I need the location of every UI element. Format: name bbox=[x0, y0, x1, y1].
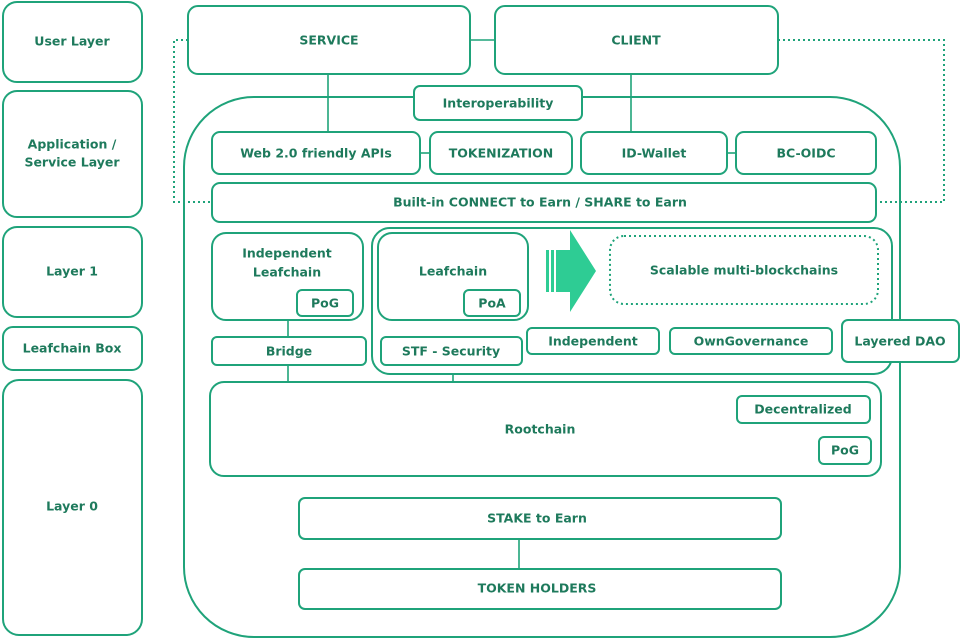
idwallet-label: ID-Wallet bbox=[622, 146, 687, 161]
layered-dao-box bbox=[841, 319, 960, 363]
leafchain-box-layer bbox=[2, 326, 143, 371]
layer1-label: Layer 1 bbox=[46, 264, 98, 279]
layer0-label: Layer 0 bbox=[46, 499, 98, 514]
interoperability-label: Interoperability bbox=[443, 96, 554, 111]
tokenization-label: TOKENIZATION bbox=[449, 146, 554, 161]
independent-leafchain-label-line2: Leafchain bbox=[253, 265, 321, 280]
pog-badge-rootchain-label: PoG bbox=[831, 443, 859, 458]
client-box bbox=[494, 5, 779, 75]
layer-column: User Layer Application / Service Layer L… bbox=[2, 1, 143, 636]
independent-leafchain-label-line1: Independent bbox=[242, 246, 332, 261]
layered-dao-label: Layered DAO bbox=[854, 334, 945, 349]
own-governance-label: OwnGovernance bbox=[694, 334, 809, 349]
web2-apis-box bbox=[211, 131, 421, 175]
stf-security-box bbox=[380, 336, 523, 366]
bridge-label: Bridge bbox=[266, 344, 312, 359]
idwallet-box bbox=[580, 131, 728, 175]
rootchain-box bbox=[209, 381, 882, 477]
web2-apis-label: Web 2.0 friendly APIs bbox=[240, 146, 392, 161]
independent-box bbox=[526, 327, 660, 355]
decentralized-box bbox=[736, 395, 871, 424]
leafchain-box-label: Leafchain Box bbox=[23, 341, 122, 356]
leafchain-label: Leafchain bbox=[419, 264, 487, 279]
stake-to-earn-box bbox=[298, 497, 782, 540]
layer1-box bbox=[2, 226, 143, 318]
pog-badge-rootchain bbox=[818, 436, 872, 465]
layer0-box bbox=[2, 379, 143, 636]
own-governance-box bbox=[669, 327, 833, 355]
stf-security-label: STF - Security bbox=[402, 344, 500, 359]
poa-badge bbox=[463, 289, 521, 317]
interoperability-box bbox=[413, 85, 583, 121]
service-box bbox=[187, 5, 471, 75]
poa-badge-label: PoA bbox=[478, 296, 506, 311]
scalable-multichain-box bbox=[609, 235, 879, 305]
scalable-multichain-label: Scalable multi-blockchains bbox=[650, 263, 838, 278]
pog-badge-independent bbox=[296, 289, 354, 317]
application-layer-label-line2: Service Layer bbox=[24, 155, 120, 170]
tokenization-box bbox=[429, 131, 573, 175]
user-layer-label: User Layer bbox=[34, 34, 110, 49]
token-holders-box bbox=[298, 568, 782, 610]
bridge-box bbox=[211, 336, 367, 366]
decentralized-label: Decentralized bbox=[754, 402, 852, 417]
stake-to-earn-label: STAKE to Earn bbox=[487, 511, 587, 526]
rootchain-label: Rootchain bbox=[505, 422, 576, 437]
bcoidc-box bbox=[735, 131, 877, 175]
independent-label: Independent bbox=[548, 334, 638, 349]
service-label: SERVICE bbox=[299, 33, 358, 48]
scale-arrow-icon bbox=[546, 230, 596, 312]
client-label: CLIENT bbox=[611, 33, 661, 48]
left-dotted-connector bbox=[173, 39, 212, 203]
token-holders-label: TOKEN HOLDERS bbox=[478, 581, 597, 596]
application-layer-box bbox=[2, 90, 143, 218]
application-layer-label-line1: Application / bbox=[28, 137, 117, 152]
builtin-earn-box bbox=[211, 182, 877, 223]
bcoidc-label: BC-OIDC bbox=[776, 146, 835, 161]
pog-badge-independent-label: PoG bbox=[311, 296, 339, 311]
user-layer-box bbox=[2, 1, 143, 83]
right-dotted-connector bbox=[778, 39, 945, 203]
builtin-earn-label: Built-in CONNECT to Earn / SHARE to Earn bbox=[393, 195, 687, 210]
